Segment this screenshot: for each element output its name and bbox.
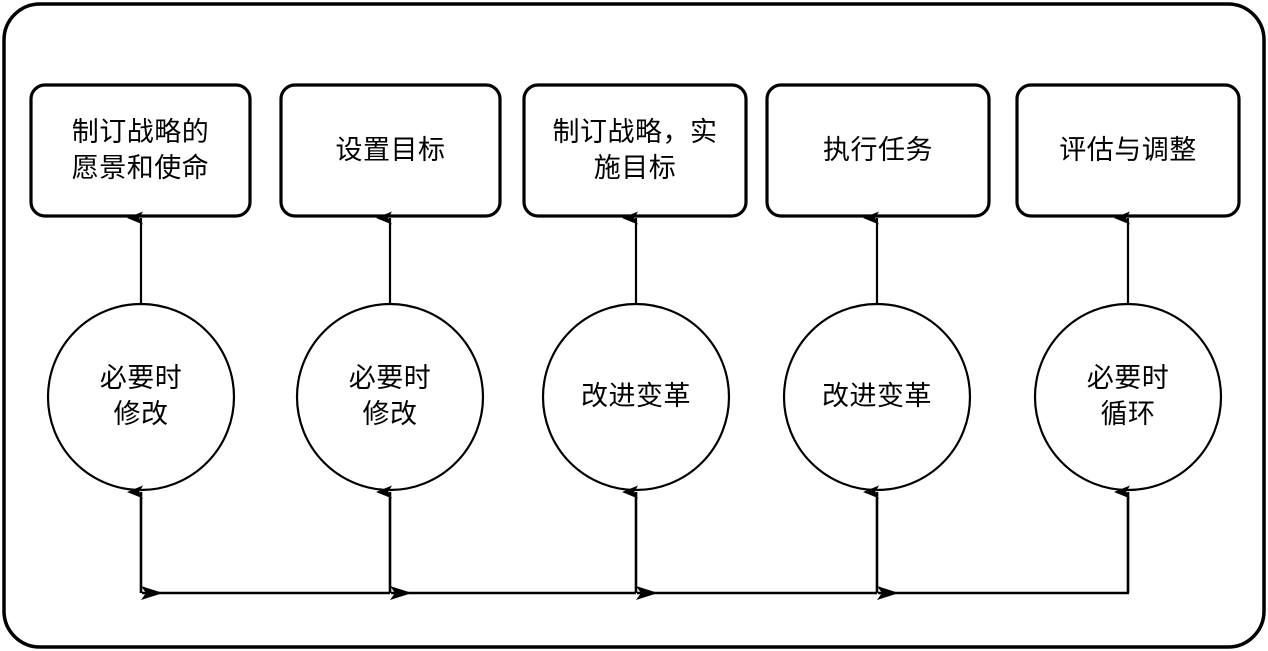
stage-circle-1[interactable] xyxy=(46,302,236,492)
stage-circle-4[interactable] xyxy=(782,302,972,492)
stage-box-3[interactable] xyxy=(522,83,748,218)
stage-box-5[interactable] xyxy=(1015,83,1241,218)
stage-circle-5[interactable] xyxy=(1033,302,1223,492)
stage-circle-3[interactable] xyxy=(541,302,731,492)
stage-circle-2[interactable] xyxy=(295,302,485,492)
stage-box-2[interactable] xyxy=(279,83,502,218)
stage-box-4[interactable] xyxy=(765,83,991,218)
stage-box-1[interactable] xyxy=(29,83,252,218)
